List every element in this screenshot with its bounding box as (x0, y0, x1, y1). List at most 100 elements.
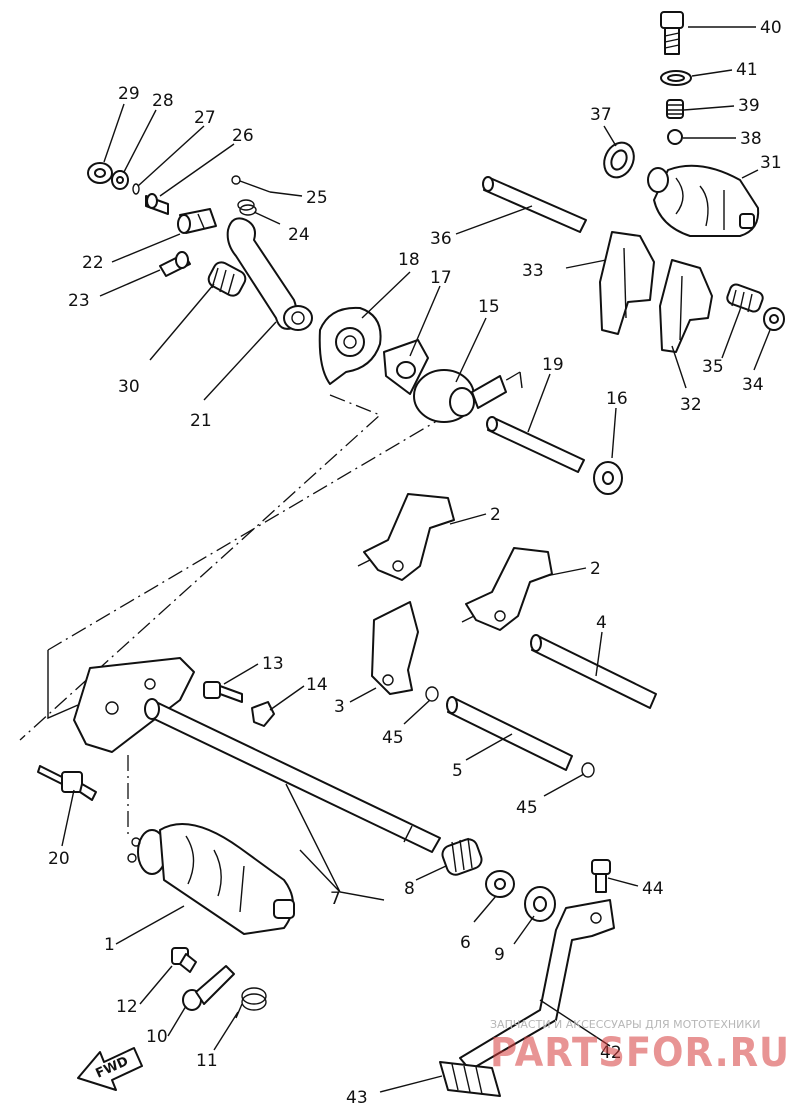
callout-20: 20 (48, 849, 70, 869)
oil-seal-37 (603, 141, 635, 179)
fork-2-upper (357, 493, 455, 581)
bolt-20 (37, 765, 97, 801)
pin-23 (159, 251, 191, 277)
callout-26: 26 (232, 126, 254, 146)
fwd-arrow: FWD (77, 1047, 143, 1091)
spring-39 (666, 99, 684, 119)
clip-25 (231, 175, 271, 193)
callout-3: 3 (334, 697, 345, 717)
shift-drum-1 (127, 823, 295, 935)
callout-42: 42 (600, 1043, 622, 1063)
leader-lines (61, 26, 771, 1093)
fork-33 (599, 231, 655, 335)
shaft-36 (482, 176, 587, 233)
collar-9 (524, 886, 556, 922)
callout-36: 36 (430, 229, 452, 249)
spring-35 (726, 283, 764, 313)
callout-23: 23 (68, 291, 90, 311)
shaft-4 (530, 634, 657, 709)
callout-14: 14 (306, 675, 328, 695)
circlip-45-lower (581, 762, 595, 778)
shaft-19 (486, 416, 585, 473)
callout-17: 17 (430, 268, 452, 288)
shaft-5 (446, 696, 573, 771)
ball-38 (667, 129, 683, 145)
callout-28: 28 (152, 91, 174, 111)
callout-15: 15 (478, 297, 500, 317)
callout-32: 32 (680, 395, 702, 415)
stopper-lever-10 (182, 965, 235, 1011)
callout-38: 38 (740, 129, 762, 149)
bolt-12 (171, 947, 197, 973)
plate-17 (383, 339, 429, 395)
pedal-rubber-43 (439, 1061, 501, 1097)
callout-13: 13 (262, 654, 284, 674)
callout-11: 11 (196, 1051, 218, 1071)
callout-22: 22 (82, 253, 104, 273)
callout-31: 31 (760, 153, 782, 173)
callout-19: 19 (542, 355, 564, 375)
bolt-40 (660, 11, 684, 55)
callout-27: 27 (194, 108, 216, 128)
callout-8: 8 (404, 879, 415, 899)
fork-32 (659, 259, 713, 353)
segment-18 (318, 306, 382, 385)
spring-24 (237, 199, 257, 216)
callout-25: 25 (306, 188, 328, 208)
callout-45-lower: 45 (516, 798, 538, 818)
callout-12: 12 (116, 997, 138, 1017)
callout-10: 10 (146, 1027, 168, 1047)
callout-39: 39 (738, 96, 760, 116)
callout-35: 35 (702, 357, 724, 377)
nut-29 (87, 162, 113, 184)
washer-6 (485, 870, 515, 898)
callout-40: 40 (760, 18, 782, 38)
washer-16 (593, 461, 623, 495)
circlip-45-upper (425, 686, 439, 702)
fork-2-lower (461, 547, 553, 631)
callout-43: 43 (346, 1088, 368, 1108)
fork-3 (371, 601, 419, 695)
washer-34 (763, 307, 785, 331)
callout-37: 37 (590, 105, 612, 125)
shift-pedal-42 (459, 899, 615, 1071)
callout-9: 9 (494, 945, 505, 965)
callout-labels: 40 41 39 38 37 31 29 28 27 26 25 24 36 2… (48, 18, 782, 1108)
shift-shaft-7 (73, 657, 441, 853)
callout-45-upper: 45 (382, 728, 404, 748)
watermark-logo: PARTSFOR.RU (490, 1030, 790, 1076)
callout-6: 6 (460, 933, 471, 953)
callout-16: 16 (606, 389, 628, 409)
callout-7: 7 (330, 889, 341, 909)
callout-4: 4 (596, 613, 607, 633)
callout-18: 18 (398, 250, 420, 270)
callout-34: 34 (742, 375, 764, 395)
joint-22 (177, 208, 217, 234)
callout-29: 29 (118, 84, 140, 104)
callout-41: 41 (736, 60, 758, 80)
callout-30: 30 (118, 377, 140, 397)
bolt-44 (591, 859, 611, 893)
callout-2-upper: 2 (490, 505, 501, 525)
spring-8 (441, 837, 483, 876)
pin-26 (145, 193, 169, 215)
bolt-13 (203, 681, 243, 703)
stopper-lever-15 (413, 369, 507, 423)
collar-14 (251, 701, 275, 727)
shift-drum-31 (647, 164, 760, 237)
shift-lever-21 (226, 217, 313, 331)
callout-5: 5 (452, 761, 463, 781)
spring-11 (235, 987, 267, 1019)
callout-44: 44 (642, 879, 664, 899)
callout-1: 1 (104, 935, 115, 955)
callout-24: 24 (288, 225, 310, 245)
watermark-tagline: ЗАПЧАСТИ И АКСЕССУАРЫ ДЛЯ МОТОТЕХНИКИ (490, 1018, 760, 1031)
washer-41 (660, 70, 692, 86)
watermark: ЗАПЧАСТИ И АКСЕССУАРЫ ДЛЯ МОТОТЕХНИКИ PA… (490, 1018, 790, 1076)
washer-28 (111, 170, 129, 190)
circlip-27 (132, 183, 140, 195)
callout-21: 21 (190, 411, 212, 431)
callout-2-lower: 2 (590, 559, 601, 579)
callout-33: 33 (522, 261, 544, 281)
